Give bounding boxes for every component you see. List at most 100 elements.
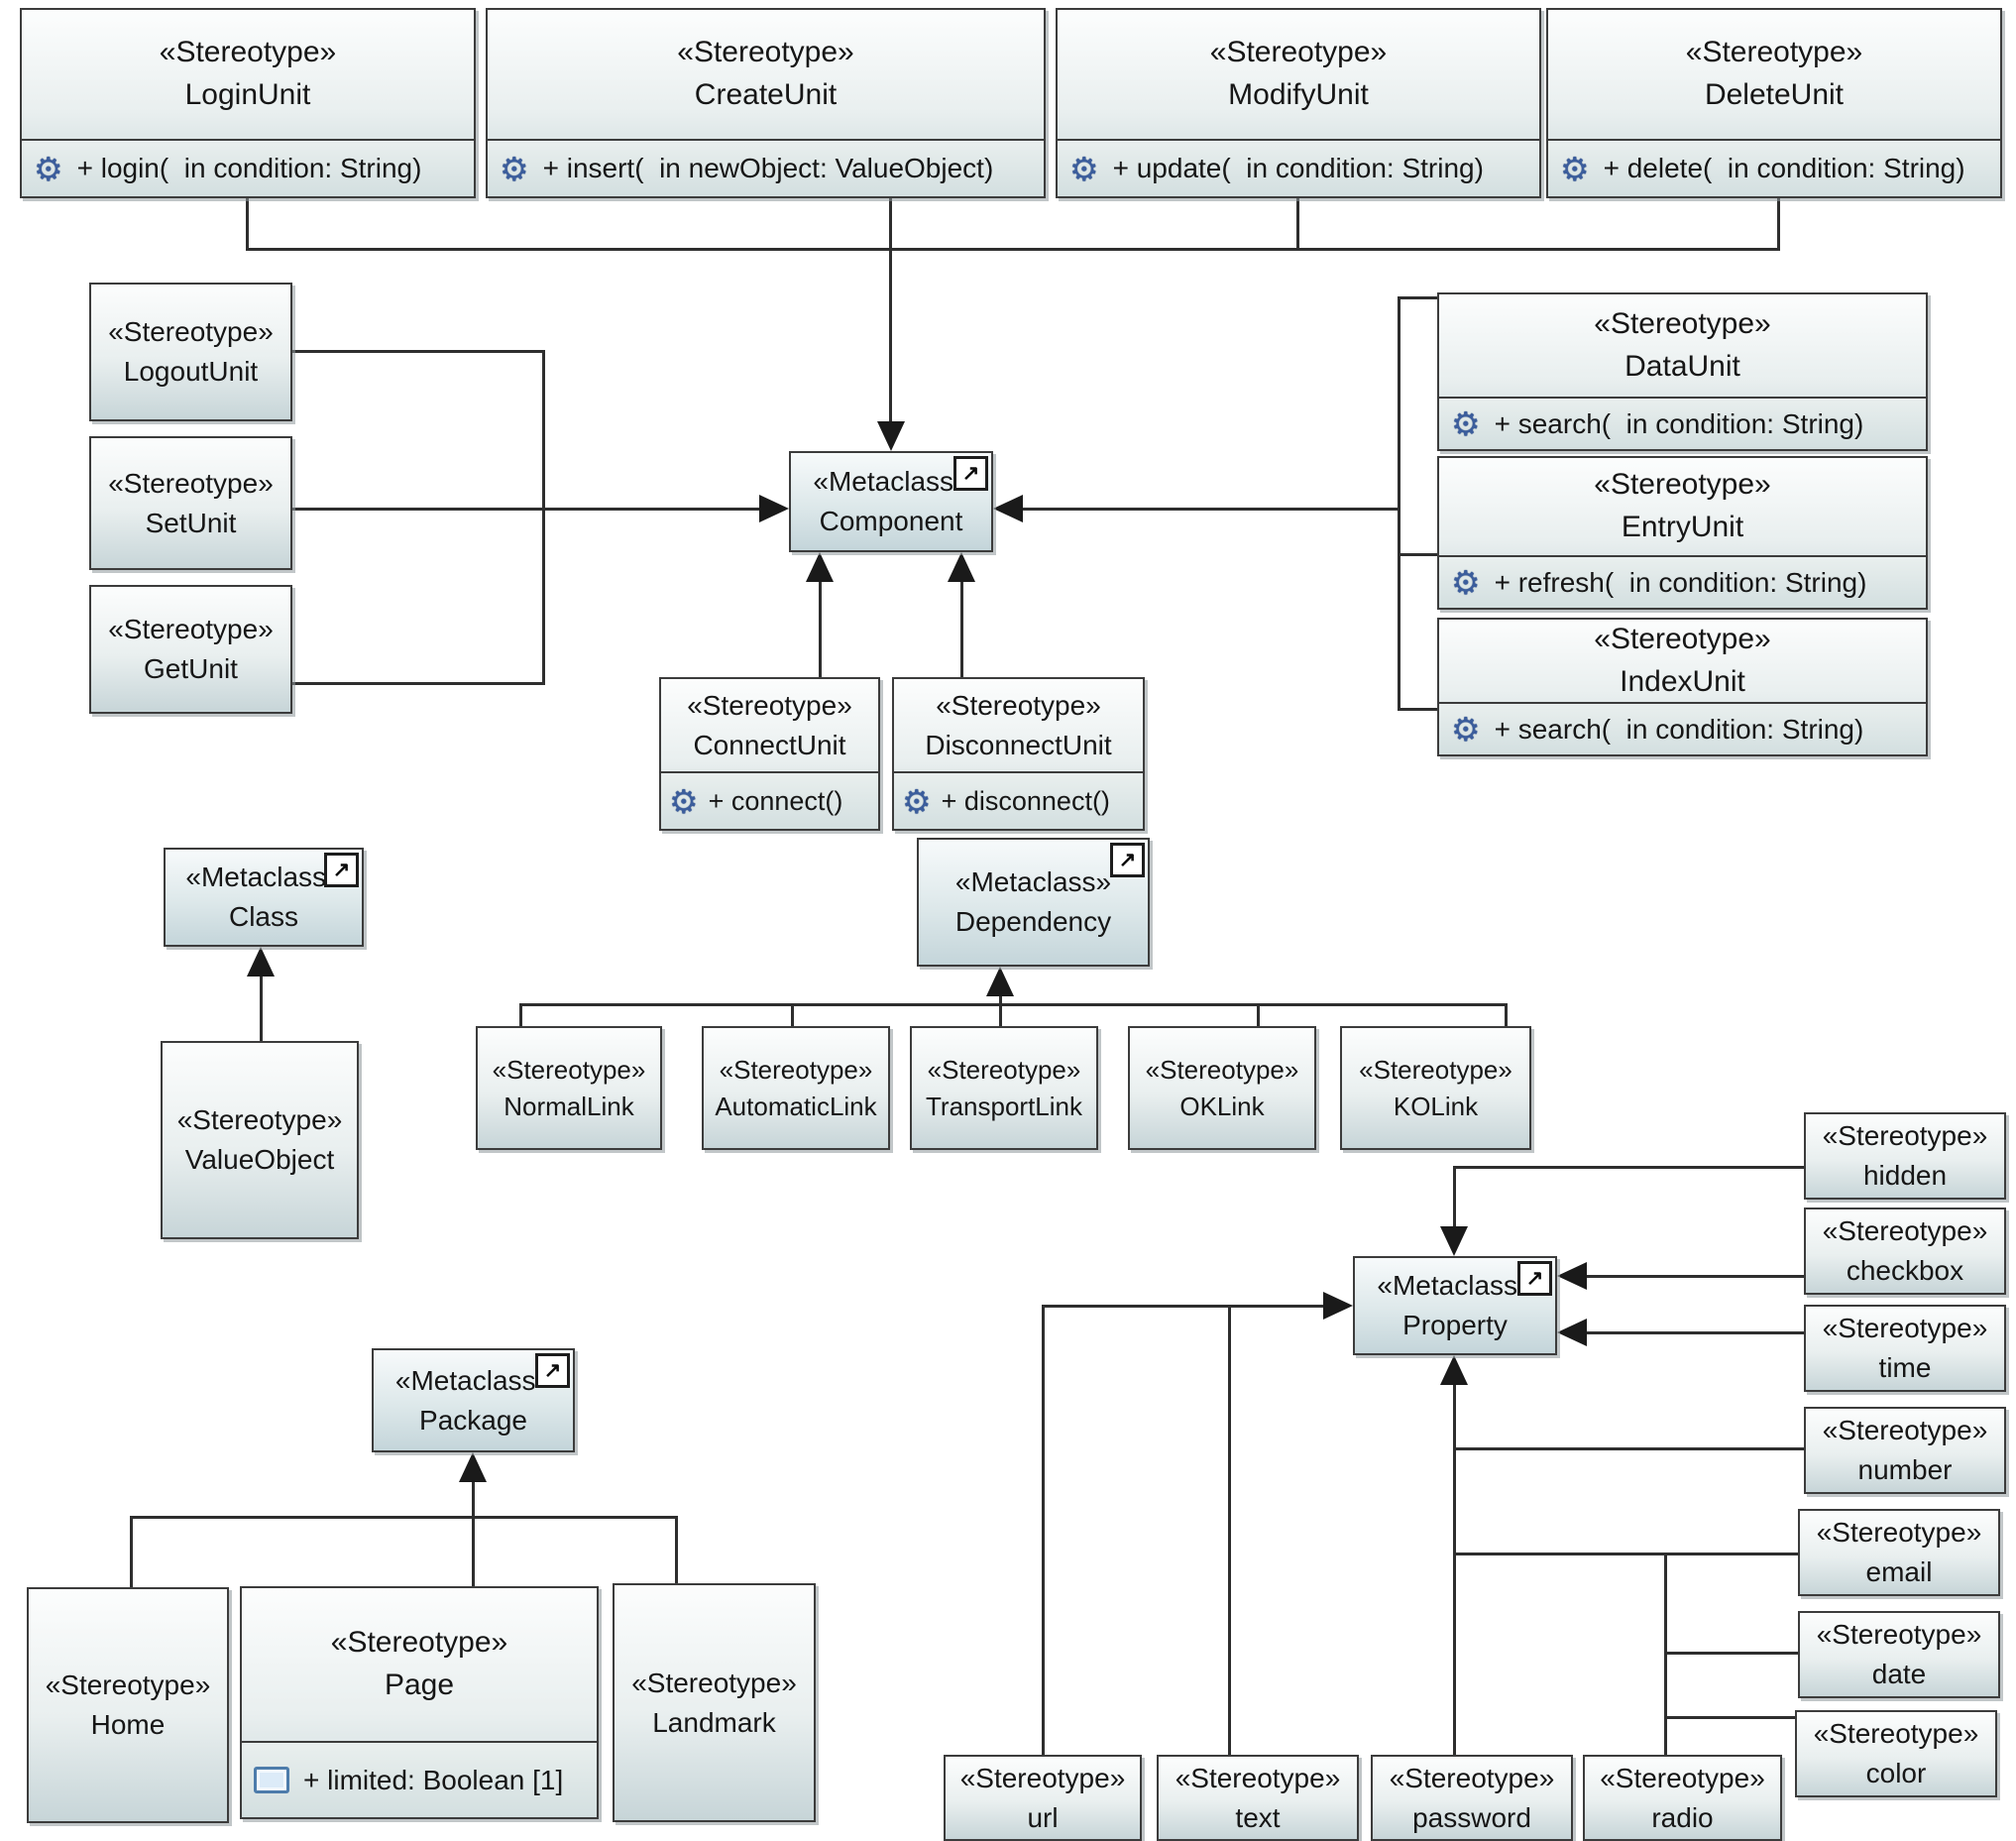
attribute-icon	[254, 1767, 289, 1793]
connector-line	[1453, 1447, 1804, 1450]
node-package-metaclass: ↗ «Metaclass» Package	[372, 1348, 575, 1452]
node-color: «Stereotype» color	[1795, 1710, 1997, 1797]
stereotype-keyword: «Stereotype»	[1685, 36, 1863, 69]
node-name: password	[1412, 1801, 1531, 1833]
connector-line	[1505, 1003, 1508, 1026]
node-name: SetUnit	[145, 507, 237, 538]
node-name: number	[1857, 1454, 1953, 1485]
connector-line	[675, 1516, 678, 1583]
connector-line	[1453, 1553, 1798, 1555]
node-dependency-metaclass: ↗ «Metaclass» Dependency	[917, 838, 1150, 967]
stereotype-keyword: «Stereotype»	[108, 316, 274, 348]
stereotype-keyword: «Stereotype»	[176, 1104, 343, 1136]
node-name: EntryUnit	[1621, 511, 1744, 543]
metaclass-keyword: «Metaclass»	[185, 862, 342, 893]
arrowhead-down	[877, 421, 905, 451]
node-home: «Stereotype» Home	[27, 1587, 229, 1823]
connector-line	[519, 1003, 1508, 1006]
stereotype-keyword: «Stereotype»	[108, 614, 274, 645]
node-connect-unit: «Stereotype» ConnectUnit ⚙+ connect()	[659, 677, 880, 831]
connector-line	[130, 1516, 678, 1519]
node-value-object: «Stereotype» ValueObject	[161, 1041, 359, 1239]
connector-line	[1042, 1305, 1325, 1308]
node-name: hidden	[1862, 1160, 1948, 1191]
arrowhead-up	[459, 1452, 487, 1482]
node-name: Component	[819, 506, 963, 536]
stereotype-keyword: «Stereotype»	[108, 467, 274, 499]
node-class-metaclass: ↗ «Metaclass» Class	[164, 848, 364, 947]
node-text: «Stereotype» text	[1157, 1755, 1359, 1841]
connector-line	[791, 1003, 794, 1026]
stereotype-keyword: «Stereotype»	[1822, 1120, 1988, 1152]
metaclass-keyword: «Metaclass»	[954, 866, 1112, 898]
node-name: CreateUnit	[694, 78, 838, 111]
node-entry-unit: «Stereotype» EntryUnit ⚙+ refresh( in co…	[1437, 456, 1928, 610]
stereotype-keyword: «Stereotype»	[1822, 1415, 1988, 1446]
connector-line	[1453, 1166, 1804, 1169]
stereotype-keyword: «Stereotype»	[677, 36, 854, 69]
node-set-unit: «Stereotype» SetUnit	[89, 436, 292, 570]
node-name: DataUnit	[1624, 349, 1740, 383]
connector-line	[1777, 198, 1780, 250]
connector-line	[1296, 198, 1299, 250]
shortcut-arrow-icon: ↗	[535, 1353, 570, 1388]
operation-icon: ⚙	[1451, 405, 1481, 442]
connector-line	[1664, 1716, 1795, 1719]
stereotype-keyword: «Stereotype»	[1145, 1054, 1299, 1085]
connector-line	[292, 350, 545, 353]
arrowhead-left	[993, 495, 1023, 522]
operation-label: + delete( in condition: String)	[1603, 153, 1965, 183]
node-modify-unit: «Stereotype» ModifyUnit ⚙+ update( in co…	[1056, 8, 1541, 198]
connector-line	[1453, 1383, 1456, 1755]
stereotype-keyword: «Stereotype»	[1594, 468, 1771, 502]
node-name: IndexUnit	[1620, 664, 1745, 698]
connector-line	[1398, 296, 1439, 299]
node-name: LoginUnit	[184, 78, 311, 111]
shortcut-arrow-icon: ↗	[953, 456, 988, 491]
connector-line	[1257, 1003, 1260, 1026]
arrowhead-up	[806, 552, 834, 582]
connector-line	[542, 350, 545, 685]
stereotype-keyword: «Stereotype»	[1822, 1313, 1988, 1344]
shortcut-arrow-icon: ↗	[1110, 843, 1145, 877]
metaclass-keyword: «Metaclass»	[813, 466, 969, 498]
node-name: ModifyUnit	[1228, 78, 1369, 111]
node-name: color	[1865, 1758, 1927, 1788]
node-name: checkbox	[1846, 1255, 1964, 1286]
operation-icon: ⚙	[1069, 150, 1099, 187]
node-url: «Stereotype» url	[944, 1755, 1142, 1841]
node-normal-link: «Stereotype» NormalLink	[476, 1026, 662, 1150]
node-create-unit: «Stereotype» CreateUnit ⚙+ insert( in ne…	[486, 8, 1046, 198]
node-hidden: «Stereotype» hidden	[1804, 1112, 2006, 1200]
connector-line	[472, 1480, 475, 1586]
node-ko-link: «Stereotype» KOLink	[1340, 1026, 1531, 1150]
stereotype-keyword: «Stereotype»	[1209, 36, 1388, 69]
node-name: Landmark	[652, 1706, 776, 1738]
connector-line	[1585, 1331, 1804, 1334]
node-component-metaclass: ↗ «Metaclass» Component	[789, 451, 993, 552]
shortcut-arrow-icon: ↗	[324, 853, 359, 887]
operation-label: + disconnect()	[941, 785, 1110, 816]
node-transport-link: «Stereotype» TransportLink	[910, 1026, 1098, 1150]
node-name: Page	[384, 1668, 455, 1701]
node-name: Property	[1402, 1310, 1508, 1340]
node-password: «Stereotype» password	[1371, 1755, 1573, 1841]
operation-label: + refresh( in condition: String)	[1494, 566, 1867, 598]
stereotype-keyword: «Stereotype»	[1359, 1054, 1512, 1085]
node-name: text	[1235, 1801, 1281, 1833]
connector-line	[246, 198, 249, 250]
operation-icon: ⚙	[1451, 711, 1481, 748]
node-name: Home	[90, 1709, 166, 1740]
node-name: NormalLink	[504, 1091, 634, 1121]
stereotype-keyword: «Stereotype»	[1816, 1619, 1982, 1651]
node-name: GetUnit	[144, 653, 238, 684]
operation-label: + insert( in newObject: ValueObject)	[542, 153, 994, 183]
connector-line	[1453, 1166, 1456, 1228]
node-property-metaclass: ↗ «Metaclass» Property	[1353, 1256, 1557, 1355]
node-radio: «Stereotype» radio	[1583, 1755, 1782, 1841]
stereotype-keyword: «Stereotype»	[936, 689, 1101, 721]
node-time: «Stereotype» time	[1804, 1305, 2006, 1392]
connector-line	[1585, 1275, 1804, 1278]
node-disconnect-unit: «Stereotype» DisconnectUnit ⚙+ disconnec…	[892, 677, 1145, 831]
node-name: LogoutUnit	[123, 356, 259, 387]
